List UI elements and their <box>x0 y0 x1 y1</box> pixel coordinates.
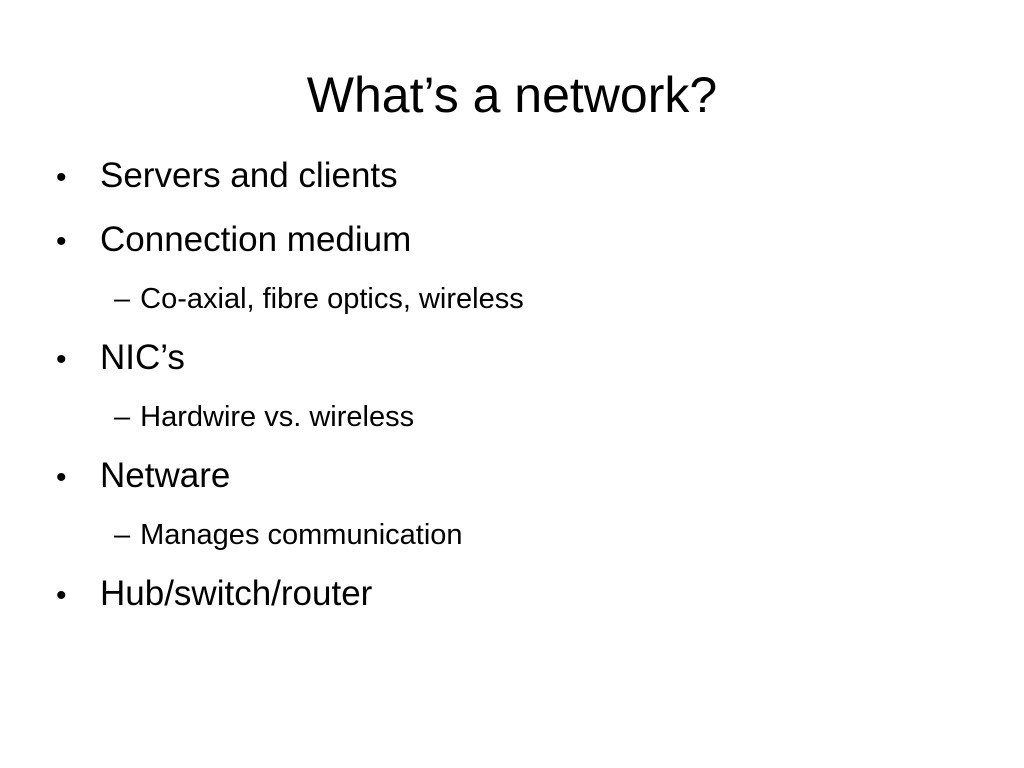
bullet-text: Connection medium <box>100 220 412 259</box>
bullet-text: Hub/switch/router <box>100 574 373 613</box>
sub-bullet-item: – Manages communication <box>114 510 976 560</box>
bullet-marker: • <box>56 225 67 258</box>
sub-bullet-item: – Hardwire vs. wireless <box>114 392 976 442</box>
sub-bullet-text: Manages communication <box>140 519 463 551</box>
bullet-text: Servers and clients <box>100 156 398 195</box>
bullet-marker: • <box>56 579 67 612</box>
bullet-item: • Netware <box>56 448 976 506</box>
bullet-marker: • <box>56 161 67 194</box>
bullet-item: • Servers and clients <box>56 148 976 206</box>
sub-bullet-text: Hardwire vs. wireless <box>140 401 415 433</box>
sub-bullet-marker: – <box>114 283 131 315</box>
sub-bullet-marker: – <box>114 519 131 551</box>
bullet-list: • Servers and clients • Connection mediu… <box>56 148 976 624</box>
bullet-marker: • <box>56 461 67 494</box>
bullet-text: Netware <box>100 456 231 495</box>
sub-bullet-text: Co-axial, fibre optics, wireless <box>140 283 524 315</box>
bullet-item: • Connection medium <box>56 212 976 270</box>
bullet-item: • Hub/switch/router <box>56 566 976 624</box>
sub-bullet-item: – Co-axial, fibre optics, wireless <box>114 274 976 324</box>
bullet-text: NIC’s <box>100 338 185 377</box>
sub-bullet-marker: – <box>114 401 131 433</box>
bullet-item: • NIC’s <box>56 330 976 388</box>
slide-title: What’s a network? <box>306 67 718 123</box>
bullet-marker: • <box>56 343 67 376</box>
